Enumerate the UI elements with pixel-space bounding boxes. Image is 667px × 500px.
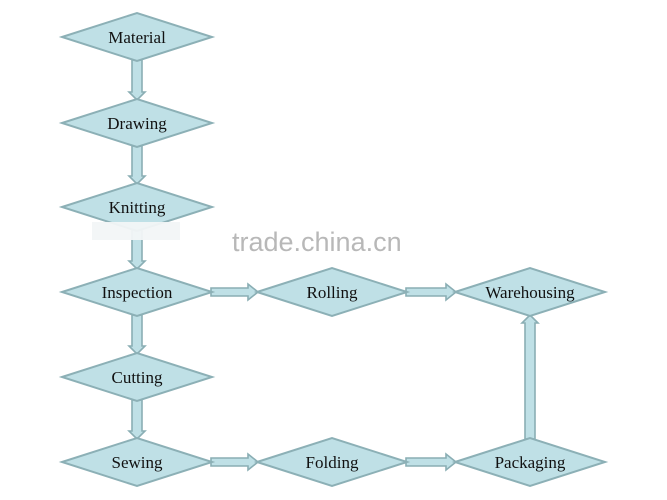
arrow-cutting-to-sewing — [127, 399, 147, 441]
node-label: Packaging — [495, 453, 566, 472]
node-label: Warehousing — [485, 283, 575, 302]
diamond-shape — [451, 266, 609, 318]
arrow-inspection-to-rolling — [210, 282, 260, 302]
node-label: Material — [108, 28, 166, 47]
diamond-shape — [58, 266, 216, 318]
diamond-shape — [58, 11, 216, 63]
arrow-inspection-to-cutting — [127, 314, 147, 356]
diamond-shape — [58, 97, 216, 149]
node-material: Material — [58, 11, 216, 63]
node-label: Sewing — [112, 453, 164, 472]
arrow-material-to-drawing — [127, 59, 147, 102]
node-inspection: Inspection — [58, 266, 216, 318]
node-cutting: Cutting — [58, 351, 216, 403]
arrow-sewing-to-folding — [210, 452, 260, 472]
arrow-rolling-to-warehousing — [405, 282, 458, 302]
node-drawing: Drawing — [58, 97, 216, 149]
node-rolling: Rolling — [253, 266, 411, 318]
node-label: Rolling — [306, 283, 358, 302]
node-sewing: Sewing — [58, 436, 216, 488]
diamond-shape — [253, 266, 411, 318]
node-label: Knitting — [109, 198, 166, 217]
arrow-drawing-to-knitting — [127, 145, 147, 186]
node-label: Cutting — [111, 368, 163, 387]
diamond-shape — [58, 351, 216, 403]
node-label: Inspection — [102, 283, 173, 302]
blurred-region — [92, 222, 180, 240]
node-packaging: Packaging — [451, 436, 609, 488]
edges-layer — [127, 59, 540, 472]
arrow-packaging-to-warehousing — [520, 313, 540, 440]
node-label: Drawing — [107, 114, 167, 133]
diamond-shape — [253, 436, 411, 488]
arrow-folding-to-packaging — [405, 452, 458, 472]
node-warehousing: Warehousing — [451, 266, 609, 318]
diamond-shape — [58, 436, 216, 488]
node-label: Folding — [306, 453, 359, 472]
node-folding: Folding — [253, 436, 411, 488]
watermark-text: trade.china.cn — [232, 227, 402, 257]
diamond-shape — [451, 436, 609, 488]
